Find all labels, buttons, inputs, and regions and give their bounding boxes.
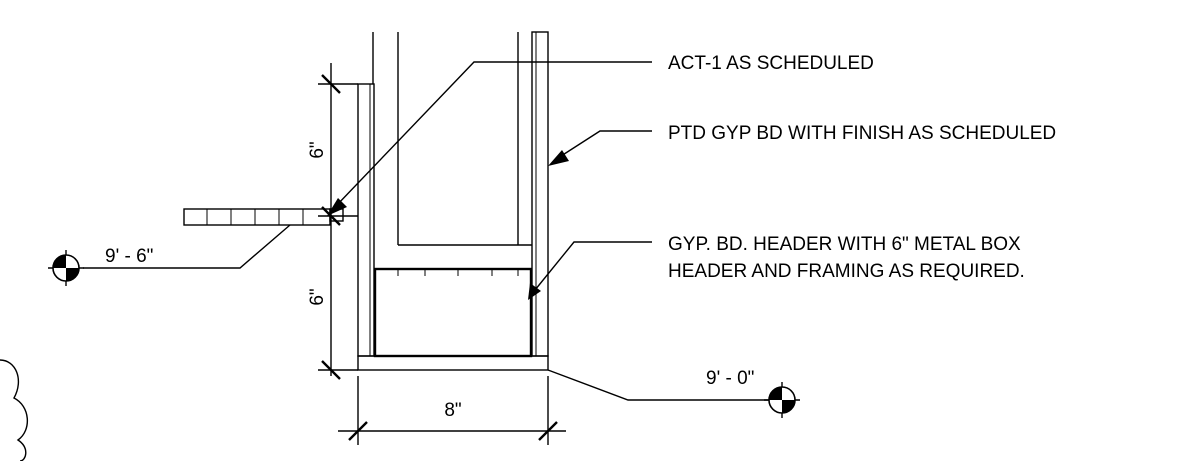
bottom-gyp-board: [357, 355, 549, 371]
note-act: ACT-1 AS SCHEDULED: [668, 53, 874, 74]
acoustical-ceiling: [183, 208, 344, 226]
leader-act: [327, 61, 652, 216]
left-gyp-board: [357, 83, 375, 357]
horizontal-dimension: [338, 376, 566, 445]
elevation-label-soffit: 9' - 0": [706, 368, 754, 389]
elevation-label-ceiling: 9' - 6": [105, 246, 153, 267]
dimension-upper-6: 6": [307, 141, 328, 158]
revision-cloud-fragment: [0, 359, 28, 461]
elevation-marker-ceiling: [48, 224, 291, 286]
note-gyp: PTD GYP BD WITH FINISH AS SCHEDULED: [668, 123, 1056, 144]
leader-gyp: [548, 130, 652, 166]
leader-header: [528, 241, 652, 300]
wall-above: [372, 32, 532, 246]
elevation-marker-soffit: [547, 369, 800, 418]
vertical-dimension: [318, 63, 358, 380]
note-header-line1: GYP. BD. HEADER WITH 6" METAL BOX: [668, 234, 1021, 255]
dimension-width-8: 8": [444, 400, 461, 421]
note-header-line2: HEADER AND FRAMING AS REQUIRED.: [668, 261, 1025, 282]
dimension-lower-6: 6": [307, 288, 328, 305]
metal-box-header: [373, 267, 533, 358]
right-gyp-board: [531, 31, 549, 357]
